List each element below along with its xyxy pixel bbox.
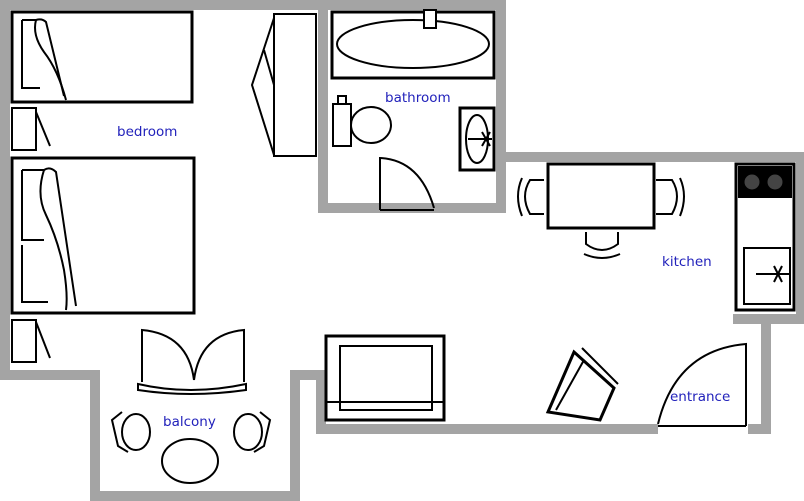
entrance-label: entrance [670,389,730,405]
bathroom-door [379,156,435,211]
armchair [545,347,619,422]
double-bed [10,156,196,315]
bedroom-label: bedroom [117,124,177,140]
single-bed [10,10,194,104]
wardrobe [250,13,317,157]
kitchen-label: kitchen [662,254,712,270]
chair-left [517,177,544,217]
dining-table [546,162,656,230]
entrance-door [657,342,747,427]
nightstand [11,319,51,363]
bathroom-label: bathroom [385,90,451,106]
bathtub [330,9,496,80]
balcony-chair-left [110,411,151,453]
balcony-label: balcony [163,414,216,430]
balcony-doors [137,328,247,395]
stove [738,166,792,198]
balcony-table [161,438,219,484]
chair-right [656,177,685,217]
kitchen-sink [743,247,791,305]
toilet [332,95,392,147]
balcony-chair-right [233,411,272,453]
sofa [324,334,446,422]
chair-bottom [583,232,621,259]
nightstand [11,107,51,151]
sink [458,106,496,172]
